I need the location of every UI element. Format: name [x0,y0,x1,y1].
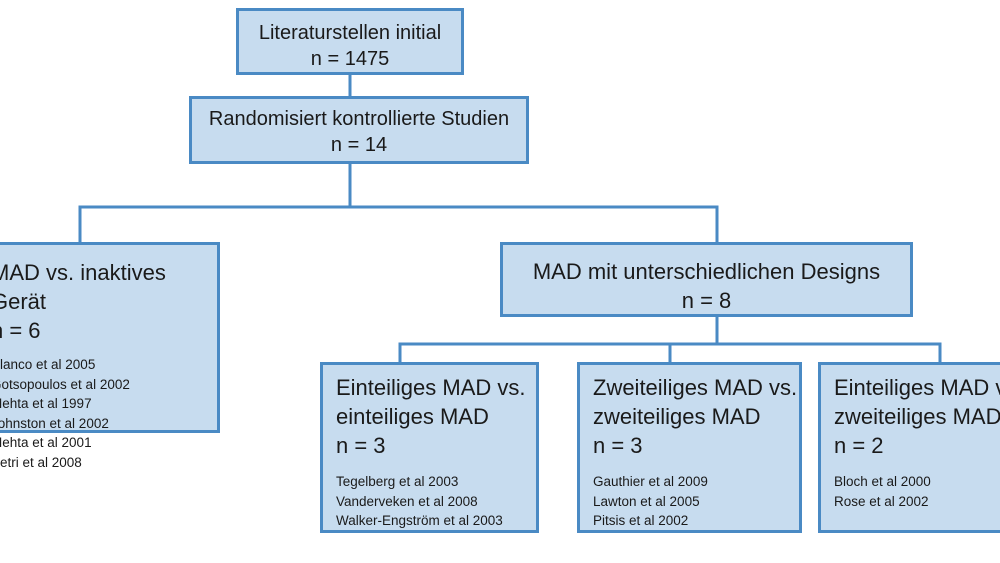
one-piece-reference-list: Tegelberg et al 2003 Vanderveken et al 2… [336,472,536,531]
root-title: Literaturstellen initial [258,22,442,44]
mixed-count: n = 2 [834,433,884,458]
reference-item: Petri et al 2008 [0,454,82,470]
one-piece-box: Einteiliges MAD vs. einteiliges MAD n = … [320,362,539,533]
reference-item: Blanco et al 2005 [0,357,96,372]
reference-item: Walker-Engström et al 2003 [336,513,503,528]
one-piece-title-line2: einteiliges MAD [336,404,489,429]
reference-item: Gotsopoulos et al 2002 [0,376,130,392]
designs-box: MAD mit unterschiedlichen Designs n = 8 [500,242,913,317]
reference-item: Bloch et al 2000 [834,474,931,489]
rct-box: Randomisiert kontrollierte Studien n = 1… [189,96,529,164]
reference-item: Gauthier et al 2009 [593,474,708,489]
one-piece-count: n = 3 [336,433,386,458]
designs-count: n = 8 [681,288,732,313]
inactive-device-reference-list: Blanco et al 2005 Gotsopoulos et al 2002… [0,355,217,472]
two-piece-title-line1: Zweiteiliges MAD vs. [593,375,798,400]
reference-item: Johnston et al 2002 [0,415,109,431]
root-count: n = 1475 [310,48,390,70]
mixed-reference-list: Bloch et al 2000 Rose et al 2002 [834,472,1000,511]
root-box: Literaturstellen initial n = 1475 [236,8,464,75]
reference-item: Tegelberg et al 2003 [336,474,459,489]
reference-item: Mehta et al 2001 [0,435,92,450]
reference-item: Mehta et al 1997 [0,396,92,411]
reference-item: Vanderveken et al 2008 [336,493,478,509]
inactive-device-count: n = 6 [0,318,41,343]
two-piece-title-line2: zweiteiliges MAD [593,404,761,429]
designs-title: MAD mit unterschiedlichen Designs [532,259,881,284]
rct-count: n = 14 [330,134,388,156]
mixed-box: Einteiliges MAD vs. zweiteiliges MAD n =… [818,362,1000,533]
mixed-title-line1: Einteiliges MAD vs. [834,375,1000,400]
reference-item: Lawton et al 2005 [593,493,700,509]
inactive-device-title: MAD vs. inaktives Gerät [0,260,166,314]
reference-item: Rose et al 2002 [834,493,929,509]
mixed-title-line2: zweiteiliges MAD [834,404,1000,429]
rct-title: Randomisiert kontrollierte Studien [208,108,510,130]
two-piece-count: n = 3 [593,433,643,458]
reference-item: Pitsis et al 2002 [593,513,689,528]
inactive-device-box: MAD vs. inaktives Gerät n = 6 Blanco et … [0,242,220,470]
one-piece-title-line1: Einteiliges MAD vs. [336,375,526,400]
two-piece-reference-list: Gauthier et al 2009 Lawton et al 2005 Pi… [593,472,799,531]
two-piece-box: Zweiteiliges MAD vs. zweiteiliges MAD n … [577,362,802,533]
